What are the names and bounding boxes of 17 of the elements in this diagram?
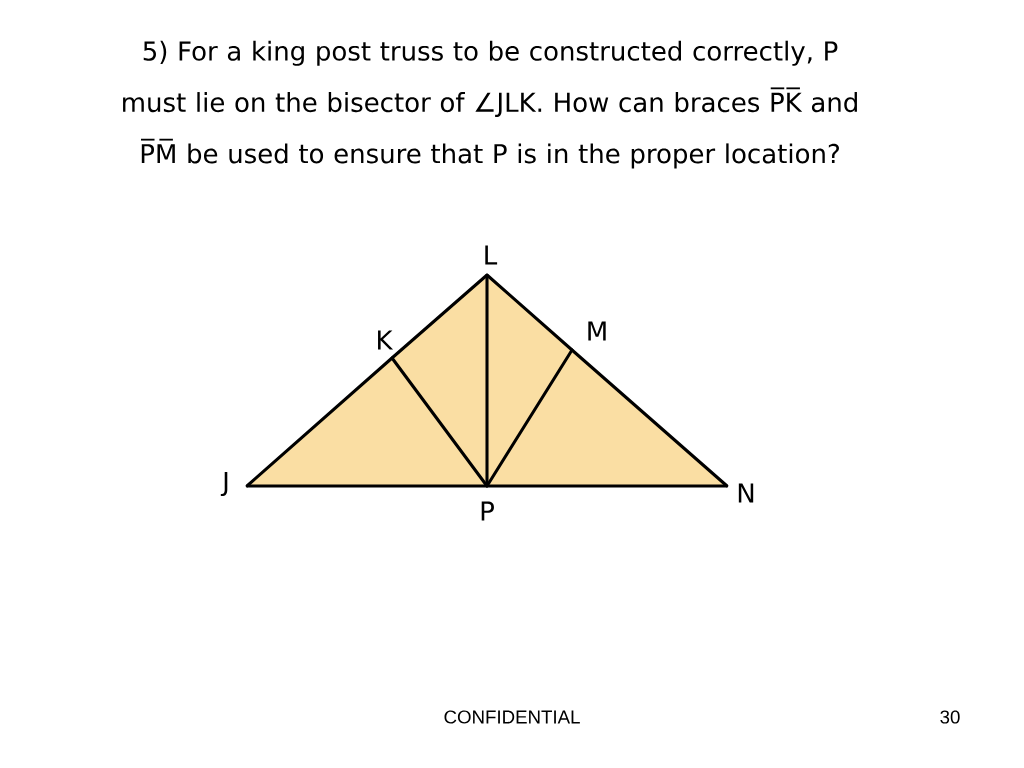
point-label: P [481, 501, 494, 521]
truss-member [390, 356, 489, 488]
truss-member [570, 348, 729, 488]
truss-member [245, 356, 394, 488]
truss-member [485, 273, 574, 352]
truss-member [485, 348, 574, 488]
point-label: K [378, 330, 394, 350]
point-label: J [220, 471, 228, 497]
point-label: N [738, 483, 754, 503]
truss-member [245, 484, 489, 488]
point-label: L [485, 245, 498, 265]
truss-member [390, 273, 489, 360]
point-label: M [588, 321, 606, 341]
question-text: 5) For a king post truss to be constructed correctly, P must lie on the bisector of ∠JLK. How can braces P̅K̅ and P̅M̅ be used to ensure that P is in the proper location? [123, 40, 857, 169]
footer-text: CONFIDENTIAL [444, 710, 580, 724]
footer-text: 30 [940, 710, 960, 724]
truss-member [485, 484, 729, 488]
